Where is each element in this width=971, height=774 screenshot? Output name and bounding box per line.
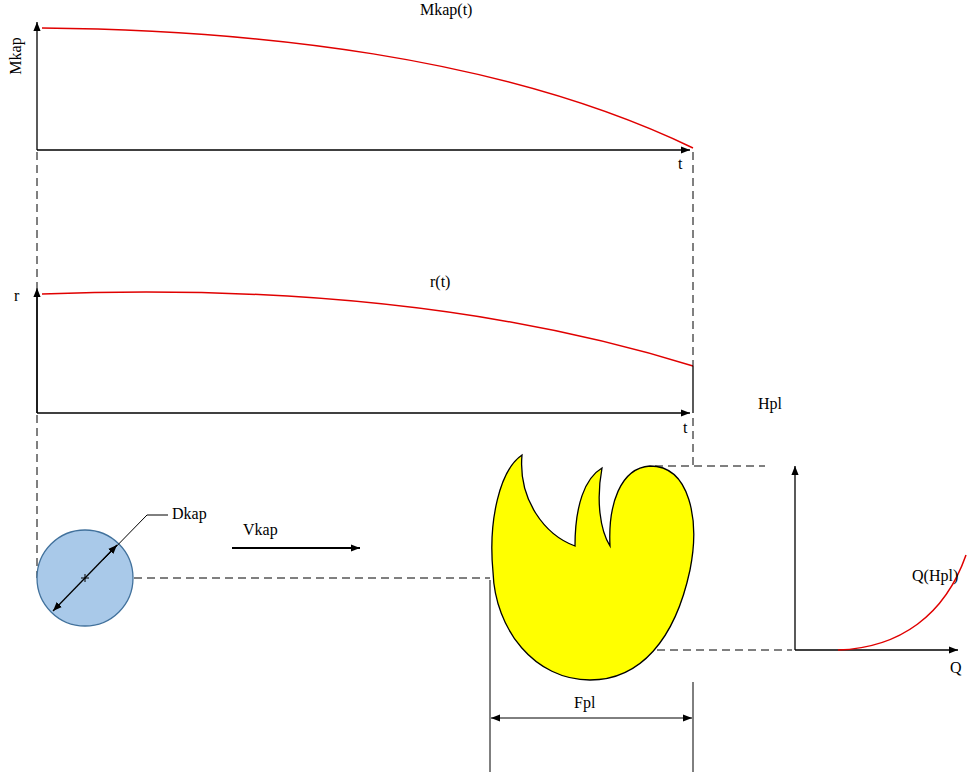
axis-label: Mkap — [8, 37, 24, 74]
velocity-label: Vkap — [243, 522, 278, 538]
curve-label: Mkap(t) — [420, 2, 472, 18]
axis-label: t — [683, 420, 687, 436]
curve-label: r(t) — [430, 274, 450, 290]
dimension-label: Fpl — [574, 695, 595, 711]
axis-label: r — [14, 288, 19, 304]
axis-label: Q — [950, 660, 962, 676]
axis-label: t — [678, 156, 682, 172]
axis-label: Hpl — [758, 396, 782, 412]
dimension-label: Dkap — [172, 506, 207, 522]
curve-label: Q(Hpl) — [912, 568, 958, 584]
